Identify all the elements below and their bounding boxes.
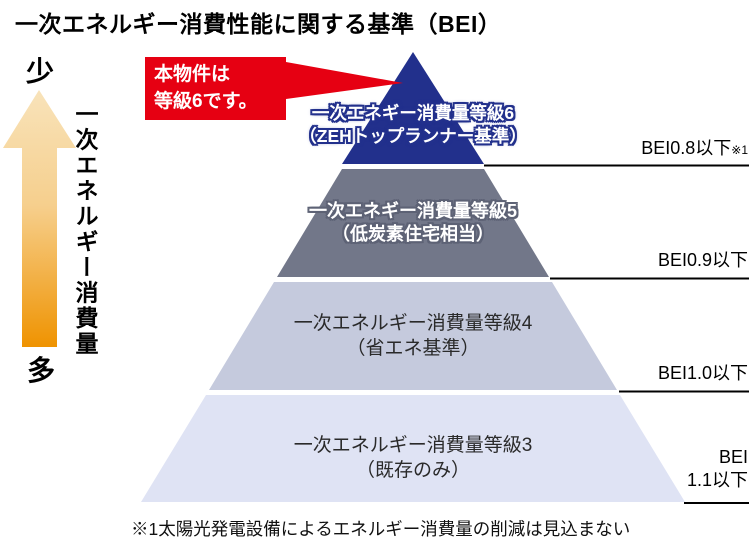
level-3-label: 一次エネルギー消費量等級3 （既存のみ） [163, 434, 663, 483]
level-6-label: 一次エネギー消費量等級6 （ZEHトップランナー基準） [163, 102, 663, 148]
bei-value-line2: 1.1以下 [686, 469, 748, 490]
callout-line2: 等級6です。 [154, 90, 258, 112]
level-5-grade: 一次エネギー消費量等級5 [308, 201, 517, 221]
bei-label-1-1: BEI 1.1以下 [540, 446, 748, 491]
level-4-label: 一次エネルギー消費量等級4 （省エネ基準） [163, 312, 663, 361]
callout-pointer-icon [286, 62, 403, 99]
callout-line1: 本物件は [154, 64, 231, 85]
pyramid-level-5 [277, 169, 549, 277]
callout-box: 本物件は 等級6です。 [145, 57, 286, 120]
bei-value: BEI0.8以下 [641, 138, 732, 158]
pyramid-level-3 [141, 395, 685, 502]
pyramid-level-4 [209, 282, 617, 390]
level-4-sub: （省エネ基準） [346, 337, 480, 359]
page-title: 一次エネルギー消費性能に関する基準（BEI） [15, 11, 502, 37]
level-6-sub: （ZEHトップランナー基準） [299, 125, 527, 146]
axis-title: 一次エネルギー消費量 [72, 102, 98, 357]
level-3-sub: （既存のみ） [355, 459, 470, 481]
up-arrow-icon [3, 90, 76, 347]
bei-footnote-marker: ※1 [731, 143, 748, 157]
bei-label-0-9: BEI0.9以下 [657, 250, 748, 270]
axis-label-high: 多 [27, 355, 56, 386]
bei-label-0-8: BEI0.8以下※1 [540, 137, 748, 160]
axis-label-low: 少 [26, 56, 55, 87]
level-5-sub: （低炭素住宅相当） [332, 224, 494, 245]
level-3-grade: 一次エネルギー消費量等級3 [293, 435, 533, 456]
bei-label-1-0: BEI1.0以下 [657, 363, 748, 383]
level-4-grade: 一次エネルギー消費量等級4 [293, 313, 533, 334]
bei-value-line1: BEI [718, 447, 748, 467]
footnote: ※1太陽光発電設備によるエネルギー消費量の削減は見込まない [131, 519, 631, 539]
level-5-label: 一次エネギー消費量等級5 （低炭素住宅相当） [163, 200, 663, 247]
level-6-grade: 一次エネギー消費量等級6 [311, 103, 515, 123]
pyramid-level-6 [342, 52, 484, 164]
